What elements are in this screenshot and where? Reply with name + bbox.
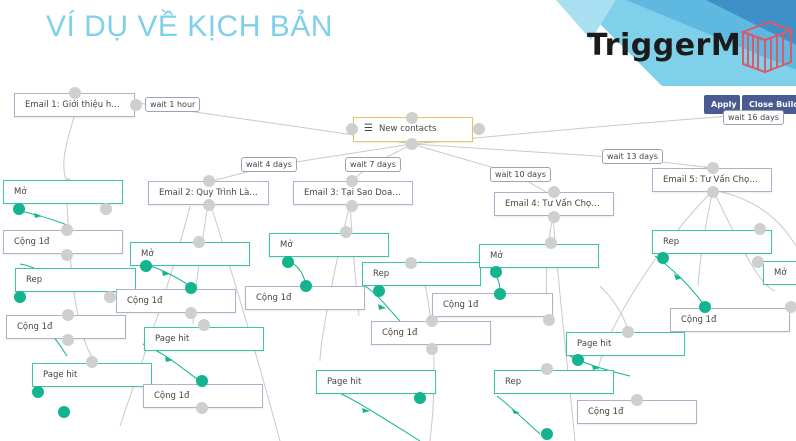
connector-dot[interactable]	[548, 211, 560, 223]
connector-dot[interactable]	[631, 394, 643, 406]
connector-dot[interactable]	[62, 334, 74, 346]
campaign-builder-canvas[interactable]: Apply Close Builder ☰ New contacts wait 1…	[0, 86, 796, 441]
decision-node[interactable]: Page hit	[316, 370, 436, 394]
wait-label[interactable]: wait 10 days	[490, 167, 551, 182]
action-node[interactable]: Cộng 1đ	[116, 289, 236, 313]
connector-dot[interactable]	[346, 123, 358, 135]
wait-label[interactable]: wait 13 days	[602, 149, 663, 164]
connector-dot[interactable]	[346, 175, 358, 187]
connector-dot[interactable]	[494, 288, 506, 300]
connector-dot[interactable]	[543, 314, 555, 326]
connector-dot[interactable]	[86, 356, 98, 368]
decision-node[interactable]: Mở	[479, 244, 599, 268]
apply-button[interactable]: Apply	[704, 95, 740, 114]
action-node[interactable]: Cộng 1đ	[143, 384, 263, 408]
connector-dot[interactable]	[203, 199, 215, 211]
connector-dot[interactable]	[541, 363, 553, 375]
connector-dot[interactable]	[193, 236, 205, 248]
connector-dot[interactable]	[100, 203, 112, 215]
decision-node[interactable]: Rep	[652, 230, 772, 254]
connector-dot[interactable]	[198, 319, 210, 331]
decision-node[interactable]: Rep	[15, 268, 136, 292]
connector-dot[interactable]	[185, 282, 197, 294]
connector-dot[interactable]	[657, 252, 669, 264]
connector-dot[interactable]	[104, 291, 116, 303]
connector-dot[interactable]	[405, 257, 417, 269]
connector-dot[interactable]	[32, 386, 44, 398]
connector-dot[interactable]	[282, 256, 294, 268]
wait-label[interactable]: wait 1 hour	[145, 97, 201, 112]
connector-dot[interactable]	[426, 315, 438, 327]
connector-dot[interactable]	[541, 428, 553, 440]
connector-dot[interactable]	[203, 175, 215, 187]
start-node-label: New contacts	[378, 124, 437, 134]
connector-dot[interactable]	[340, 226, 352, 238]
connector-dot[interactable]	[406, 112, 418, 124]
decision-node[interactable]: Rep	[494, 370, 614, 394]
connector-dot[interactable]	[707, 162, 719, 174]
connector-dot[interactable]	[572, 354, 584, 366]
connector-dot[interactable]	[473, 123, 485, 135]
close-builder-button[interactable]: Close Builder	[742, 95, 796, 114]
connector-dot[interactable]	[548, 186, 560, 198]
connector-dot[interactable]	[69, 87, 81, 99]
connector-dot[interactable]	[346, 200, 358, 212]
connector-dot[interactable]	[406, 138, 418, 150]
decision-node[interactable]: Page hit	[144, 327, 264, 351]
wait-label[interactable]: wait 7 days	[345, 157, 401, 172]
action-node[interactable]: Cộng 1đ	[432, 293, 553, 317]
logo-text: TriggerM	[587, 28, 742, 63]
connector-dot[interactable]	[426, 343, 438, 355]
connector-dot[interactable]	[490, 266, 502, 278]
connector-dot[interactable]	[130, 99, 142, 111]
connector-dot[interactable]	[140, 260, 152, 272]
connector-dot[interactable]	[14, 291, 26, 303]
connector-dot[interactable]	[752, 256, 764, 268]
action-node[interactable]: Cộng 1đ	[670, 308, 790, 332]
connector-dot[interactable]	[545, 237, 557, 249]
connector-dot[interactable]	[373, 285, 385, 297]
decision-node[interactable]: Rep	[362, 262, 481, 286]
connector-dot[interactable]	[196, 375, 208, 387]
triggerm-logo-icon	[740, 20, 794, 74]
decision-node[interactable]: Mở	[763, 261, 796, 285]
wait-label[interactable]: wait 4 days	[241, 157, 297, 172]
connector-dot[interactable]	[196, 402, 208, 414]
wait-label[interactable]: wait 16 days	[723, 110, 784, 125]
decision-node[interactable]: Mở	[3, 180, 123, 204]
connector-dot[interactable]	[414, 392, 426, 404]
connector-dot[interactable]	[622, 326, 634, 338]
decision-node[interactable]: Mở	[269, 233, 389, 257]
connector-dot[interactable]	[785, 301, 796, 313]
connector-dot[interactable]	[699, 301, 711, 313]
connector-dot[interactable]	[185, 307, 197, 319]
connector-dot[interactable]	[62, 309, 74, 321]
connector-dot[interactable]	[61, 224, 73, 236]
connector-dot[interactable]	[300, 280, 312, 292]
connector-dot[interactable]	[61, 249, 73, 261]
connector-dot[interactable]	[707, 186, 719, 198]
slide-title: VÍ DỤ VỀ KỊCH BẢN	[46, 10, 333, 43]
connector-dot[interactable]	[58, 406, 70, 418]
connector-dot[interactable]	[754, 223, 766, 235]
connector-dot[interactable]	[13, 203, 25, 215]
list-icon: ☰	[364, 123, 373, 134]
